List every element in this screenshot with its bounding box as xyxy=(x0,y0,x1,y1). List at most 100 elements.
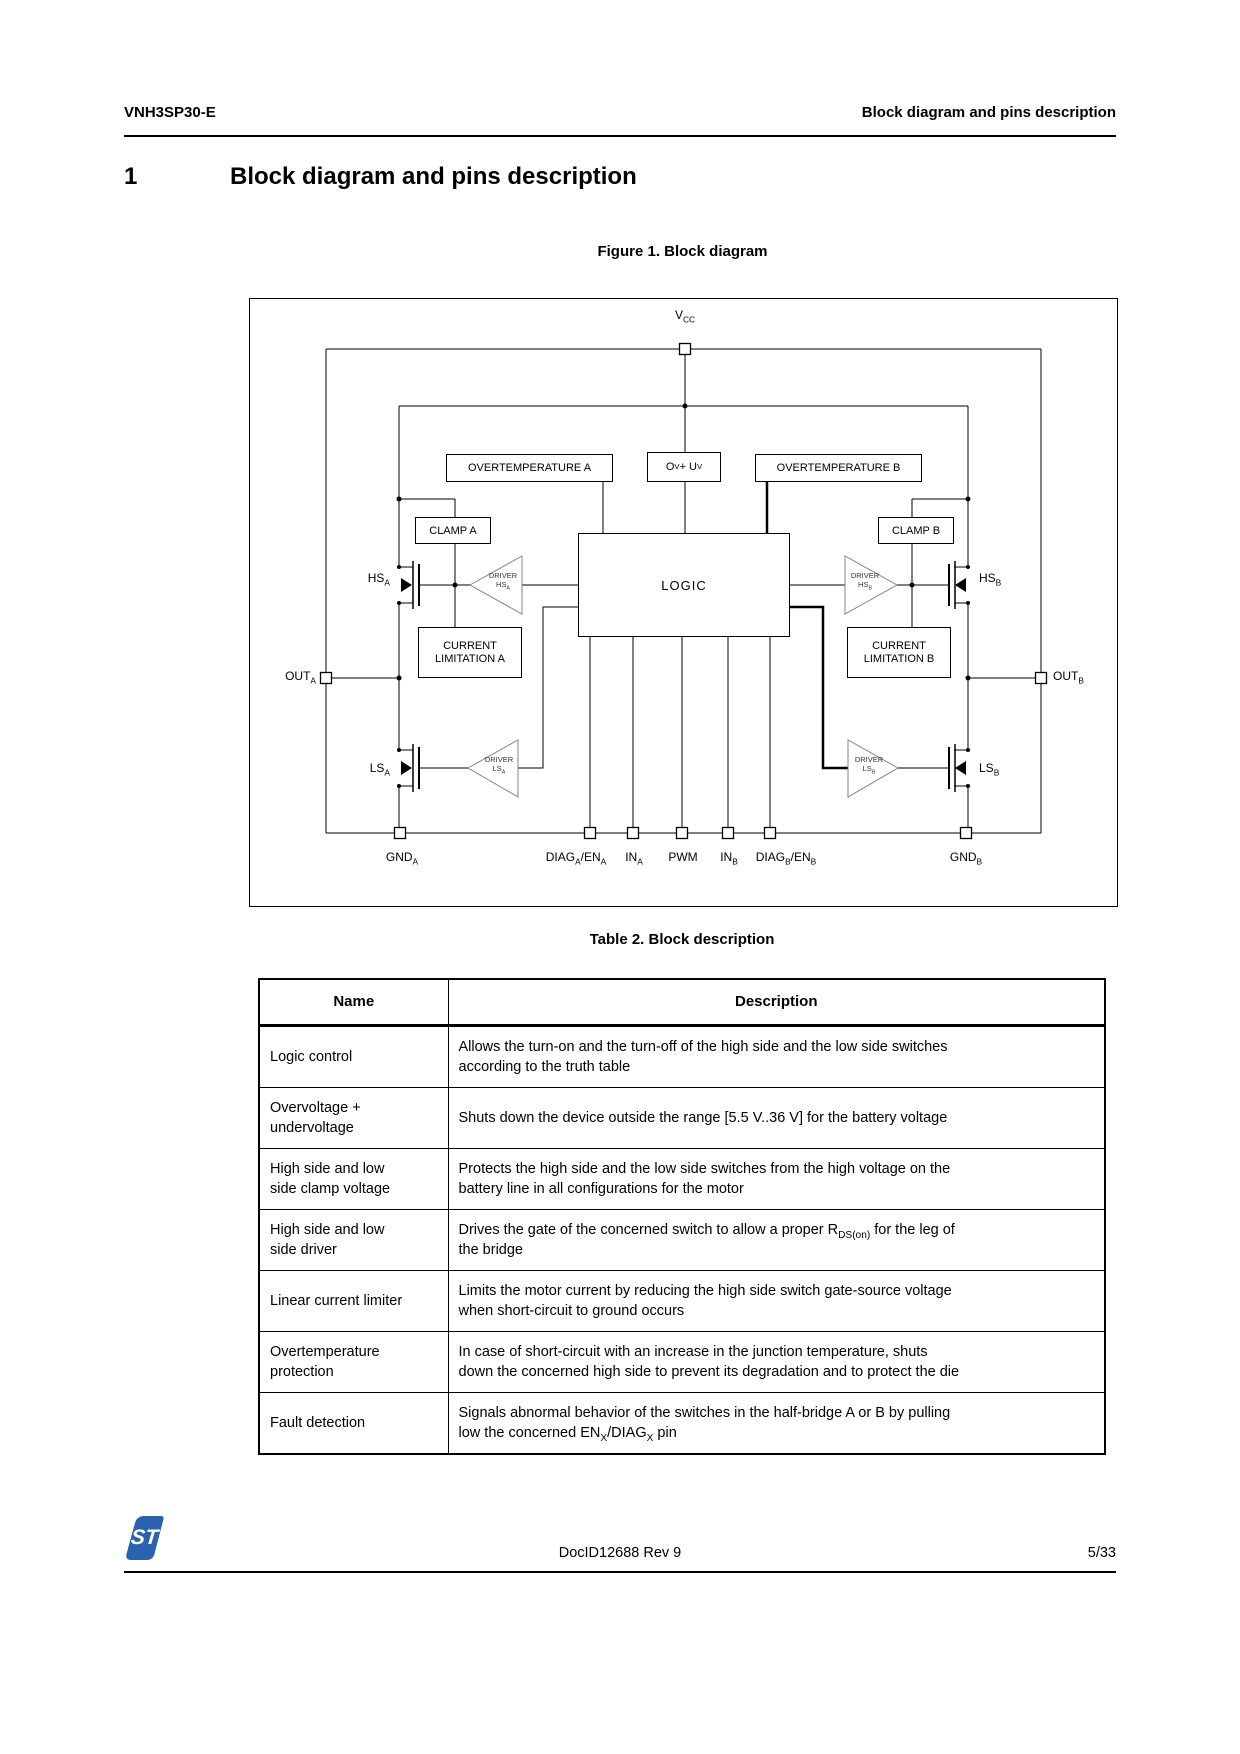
pwm-pin-label: PWM xyxy=(668,850,698,864)
column-header-description: Description xyxy=(447,978,1106,1027)
name-line: High side and low xyxy=(270,1222,385,1238)
row-name: Logic control xyxy=(258,1025,449,1088)
clamp-b-box: CLAMP B xyxy=(878,517,954,544)
st-logo: ST xyxy=(124,1514,164,1562)
in-a-pin-label: INA xyxy=(625,850,643,867)
overtemperature-a-box: OVERTEMPERATURE A xyxy=(446,454,613,482)
footer-docid: DocID12688 Rev 9 xyxy=(558,1545,682,1561)
gnd-a-pin-label: GNDA xyxy=(385,850,419,867)
driver-hs-a-line2: HSA xyxy=(496,580,510,592)
desc-line: low the concerned ENX/DIAGX pin xyxy=(458,1425,677,1444)
driver-ls-b-text: DRIVER LSB xyxy=(845,755,893,776)
section-number: 1 xyxy=(124,163,138,190)
diag-a-en-a-pin-label: DIAGA/ENA xyxy=(545,850,607,867)
desc-line: the bridge xyxy=(458,1242,524,1258)
row-name: Fault detection xyxy=(258,1392,449,1455)
table-row: High side and low side clamp voltage Prot… xyxy=(258,1148,1106,1210)
driver-hs-b-line2: HSB xyxy=(858,580,872,592)
header-running-title: Block diagram and pins description xyxy=(861,104,1116,121)
row-description: Limits the motor current by reducing the… xyxy=(447,1270,1106,1332)
column-header-name: Name xyxy=(258,978,449,1027)
driver-ls-b-line2: LSB xyxy=(862,764,876,776)
current-limitation-b-line1: CURRENT xyxy=(872,639,926,652)
row-description: Allows the turn-on and the turn-off of t… xyxy=(447,1025,1106,1088)
desc-line: In case of short-circuit with an increas… xyxy=(458,1344,928,1360)
row-name: Linear current limiter xyxy=(258,1270,449,1332)
desc-line: Shuts down the device outside the range … xyxy=(458,1110,948,1126)
name-line: side driver xyxy=(270,1242,337,1258)
footer-page-number: 5/33 xyxy=(1087,1545,1116,1561)
section-title: Block diagram and pins description xyxy=(230,163,637,190)
driver-ls-a-text: DRIVER LSA xyxy=(475,755,523,776)
figure-caption: Figure 1. Block diagram xyxy=(597,243,768,260)
name-line: Logic control xyxy=(270,1049,353,1065)
ls-a-label: LSA xyxy=(369,761,390,778)
table-row: Overvoltage + undervoltage Shuts down the… xyxy=(258,1087,1106,1149)
driver-ls-a-line2: LSA xyxy=(492,764,506,776)
row-name: High side and low side driver xyxy=(258,1209,449,1271)
desc-line: according to the truth table xyxy=(458,1059,631,1075)
row-name: Overtemperature protection xyxy=(258,1331,449,1393)
row-description: Signals abnormal behavior of the switche… xyxy=(447,1392,1106,1455)
current-limitation-a-line2: LIMITATION A xyxy=(435,652,505,665)
diag-b-en-b-pin-label: DIAGB/ENB xyxy=(755,850,817,867)
row-description: Shuts down the device outside the range … xyxy=(447,1087,1106,1149)
current-limitation-b-box: CURRENT LIMITATION B xyxy=(847,627,951,678)
logic-box: LOGIC xyxy=(578,533,790,637)
vcc-pin-label: VCC xyxy=(674,308,696,325)
hs-a-label: HSA xyxy=(367,571,390,588)
name-line: Fault detection xyxy=(270,1415,366,1431)
driver-hs-b-text: DRIVER HSB xyxy=(841,571,889,592)
block-description-table: Name Description Logic control Allows th… xyxy=(258,978,1106,1455)
name-line: High side and low xyxy=(270,1161,385,1177)
table-header-row: Name Description xyxy=(258,978,1106,1027)
name-line: side clamp voltage xyxy=(270,1181,391,1197)
desc-line: down the concerned high side to prevent … xyxy=(458,1364,960,1380)
current-limitation-a-box: CURRENT LIMITATION A xyxy=(418,627,522,678)
table-row: Logic control Allows the turn-on and the… xyxy=(258,1025,1106,1088)
header-rule xyxy=(124,135,1116,137)
name-line: Overtemperature xyxy=(270,1344,380,1360)
block-diagram-svg xyxy=(319,342,1048,840)
out-a-pin-label: OUTA xyxy=(285,669,316,686)
name-line: Linear current limiter xyxy=(270,1293,403,1309)
driver-hs-a-line1: DRIVER xyxy=(488,571,518,580)
desc-line: Limits the motor current by reducing the… xyxy=(458,1283,952,1299)
name-line: protection xyxy=(270,1364,334,1380)
overtemperature-b-box: OVERTEMPERATURE B xyxy=(755,454,922,482)
table-row: Fault detection Signals abnormal behavio… xyxy=(258,1392,1106,1455)
doc-part-number: VNH3SP30-E xyxy=(124,104,216,121)
clamp-a-box: CLAMP A xyxy=(415,517,491,544)
row-name: High side and low side clamp voltage xyxy=(258,1148,449,1210)
desc-line: when short-circuit to ground occurs xyxy=(458,1303,685,1319)
st-logo-shape xyxy=(126,1516,164,1560)
table-row: Linear current limiter Limits the motor … xyxy=(258,1270,1106,1332)
gnd-b-pin-label: GNDB xyxy=(949,850,983,867)
desc-line: Signals abnormal behavior of the switche… xyxy=(458,1405,951,1421)
table-caption: Table 2. Block description xyxy=(589,931,775,948)
driver-ls-a-line1: DRIVER xyxy=(484,755,514,764)
footer-rule xyxy=(124,1571,1116,1573)
current-limitation-a-line1: CURRENT xyxy=(443,639,497,652)
row-name: Overvoltage + undervoltage xyxy=(258,1087,449,1149)
name-line: undervoltage xyxy=(270,1120,354,1136)
name-line: Overvoltage + xyxy=(270,1100,361,1116)
row-description: In case of short-circuit with an increas… xyxy=(447,1331,1106,1393)
table-row: Overtemperature protection In case of sho… xyxy=(258,1331,1106,1393)
driver-ls-b-line1: DRIVER xyxy=(854,755,884,764)
desc-line: Drives the gate of the concerned switch … xyxy=(458,1222,955,1241)
ls-b-label: LSB xyxy=(979,761,1000,778)
row-description: Drives the gate of the concerned switch … xyxy=(447,1209,1106,1271)
in-b-pin-label: INB xyxy=(720,850,738,867)
desc-line: Protects the high side and the low side … xyxy=(458,1161,951,1177)
driver-hs-b-line1: DRIVER xyxy=(850,571,880,580)
row-description: Protects the high side and the low side … xyxy=(447,1148,1106,1210)
driver-hs-a-text: DRIVER HSA xyxy=(479,571,527,592)
desc-line: battery line in all configurations for t… xyxy=(458,1181,744,1197)
out-b-pin-label: OUTB xyxy=(1053,669,1084,686)
table-row: High side and low side driver Drives the … xyxy=(258,1209,1106,1271)
desc-line: Allows the turn-on and the turn-off of t… xyxy=(458,1039,948,1055)
hs-b-label: HSB xyxy=(979,571,1002,588)
current-limitation-b-line2: LIMITATION B xyxy=(863,652,935,665)
